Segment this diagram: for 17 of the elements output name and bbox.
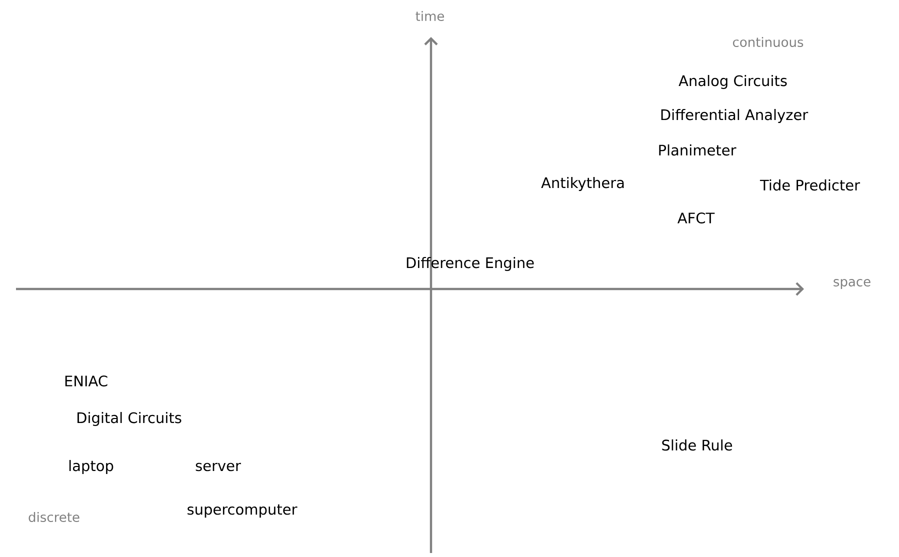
- item-label: Tide Predicter: [760, 179, 860, 191]
- item-label: Differential Analyzer: [661, 108, 808, 124]
- item-label: Analog Circuits: [678, 74, 787, 90]
- axis-label: continuous: [732, 36, 804, 48]
- axis-label: space: [834, 279, 870, 289]
- item-label: Digital Circuits: [78, 412, 182, 426]
- item-label: Planimeter: [659, 144, 736, 156]
- item-label: Slide Rule: [662, 439, 732, 451]
- item-label: Antikythera: [541, 176, 624, 192]
- item-label: ENIAC: [65, 376, 108, 386]
- item-label: AFCT: [678, 212, 715, 224]
- item-label: supercomputer: [188, 504, 298, 518]
- item-label: server: [196, 462, 241, 472]
- item-label: Difference Engine: [406, 256, 534, 272]
- axis-label: time: [416, 10, 444, 22]
- item-label: laptop: [69, 460, 114, 474]
- axis-label: discrete: [28, 512, 80, 522]
